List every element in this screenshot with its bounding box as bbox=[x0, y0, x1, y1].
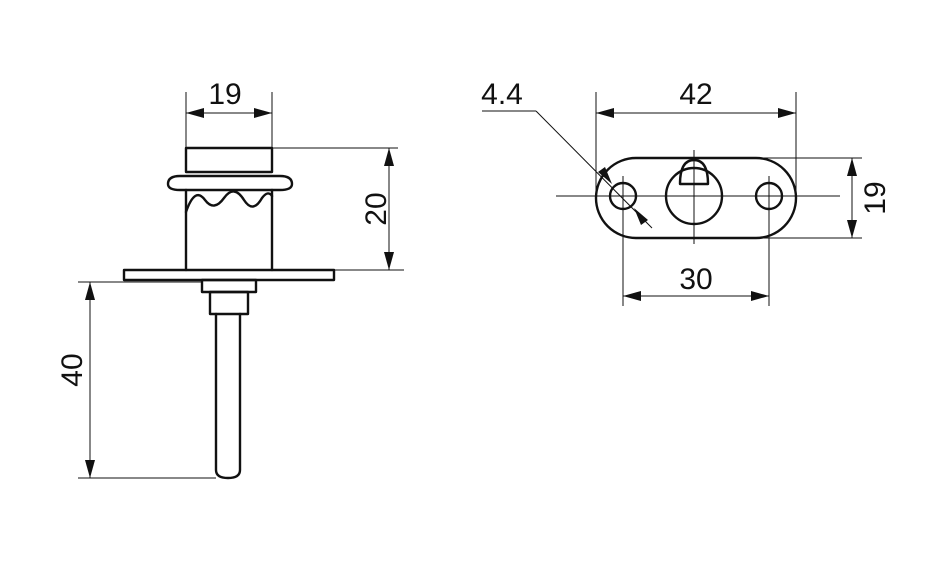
top-view: 42 30 19 4.4 bbox=[481, 78, 892, 306]
dimension-diameter-hole: 4.4 bbox=[481, 78, 653, 229]
dimension-width-top: 19 bbox=[185, 78, 273, 148]
mounting-plate bbox=[594, 156, 798, 240]
dimension-length-pin: 40 bbox=[56, 281, 216, 479]
pin bbox=[214, 312, 242, 480]
dimension-label-height-plate: 19 bbox=[859, 181, 892, 214]
dimension-label-width-top: 19 bbox=[208, 78, 241, 111]
dimension-height-body: 20 bbox=[272, 147, 404, 271]
pin-collar bbox=[208, 290, 250, 316]
dimension-length-plate: 42 bbox=[595, 78, 797, 196]
pin-hub bbox=[200, 278, 258, 294]
dimension-hole-spacing: 30 bbox=[622, 216, 770, 306]
dimension-label-height-body: 20 bbox=[360, 192, 393, 225]
base-plate bbox=[122, 268, 336, 282]
dimension-label-hole-spacing: 30 bbox=[679, 263, 712, 296]
dimension-height-plate: 19 bbox=[760, 157, 892, 239]
side-view: 19 20 40 bbox=[56, 78, 404, 480]
flange-collar bbox=[166, 174, 294, 192]
wave-line bbox=[184, 190, 274, 214]
dimension-label-diameter-hole: 4.4 bbox=[481, 78, 523, 111]
dimension-label-length-plate: 42 bbox=[679, 78, 712, 111]
dimension-label-length-pin: 40 bbox=[56, 353, 89, 386]
cylinder-body bbox=[184, 188, 274, 272]
cylinder-top bbox=[184, 146, 274, 174]
